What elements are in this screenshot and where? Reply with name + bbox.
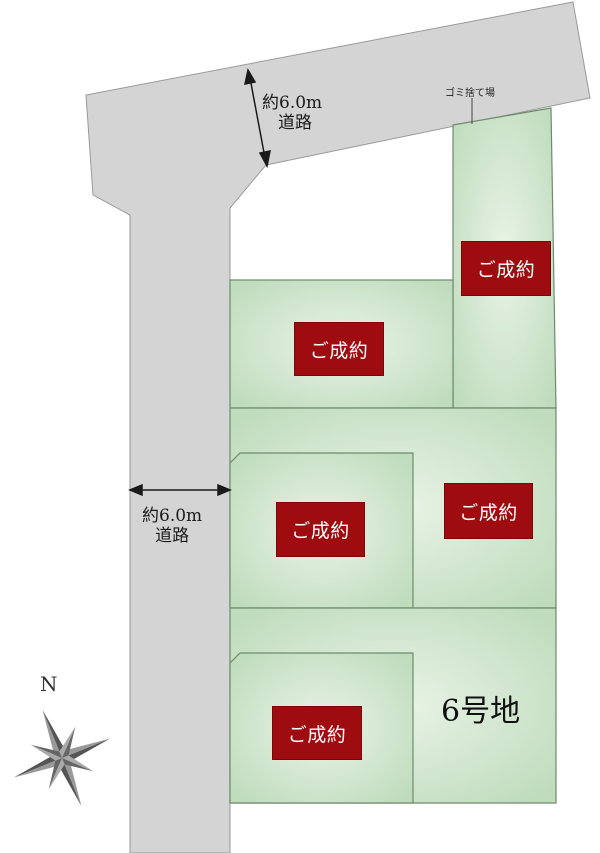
left-road-label: 約6.0m 道路 xyxy=(142,506,202,546)
lot-6-name: 6号地 xyxy=(441,694,521,729)
left-road-name: 道路 xyxy=(155,526,190,546)
top-road-arrow xyxy=(244,67,271,169)
lot-1-status-badge: ご成約 xyxy=(462,242,550,295)
lot-2-status-badge: ご成約 xyxy=(295,323,383,375)
lot-5-status-badge: ご成約 xyxy=(273,707,361,759)
lot-4-status-badge: ご成約 xyxy=(277,503,364,556)
left-road-arrow xyxy=(128,483,232,497)
garbage-area-label: ゴミ捨て場 xyxy=(445,88,495,99)
compass-rose-icon xyxy=(13,709,111,807)
lot-3-status-badge: ご成約 xyxy=(445,484,532,538)
top-road-width: 約6.0m xyxy=(262,93,323,113)
compass-north-label: N xyxy=(40,672,58,696)
left-road-width: 約6.0m xyxy=(142,506,203,526)
top-road-name: 道路 xyxy=(278,113,312,133)
top-road-label: 約6.0m 道路 xyxy=(262,93,322,133)
